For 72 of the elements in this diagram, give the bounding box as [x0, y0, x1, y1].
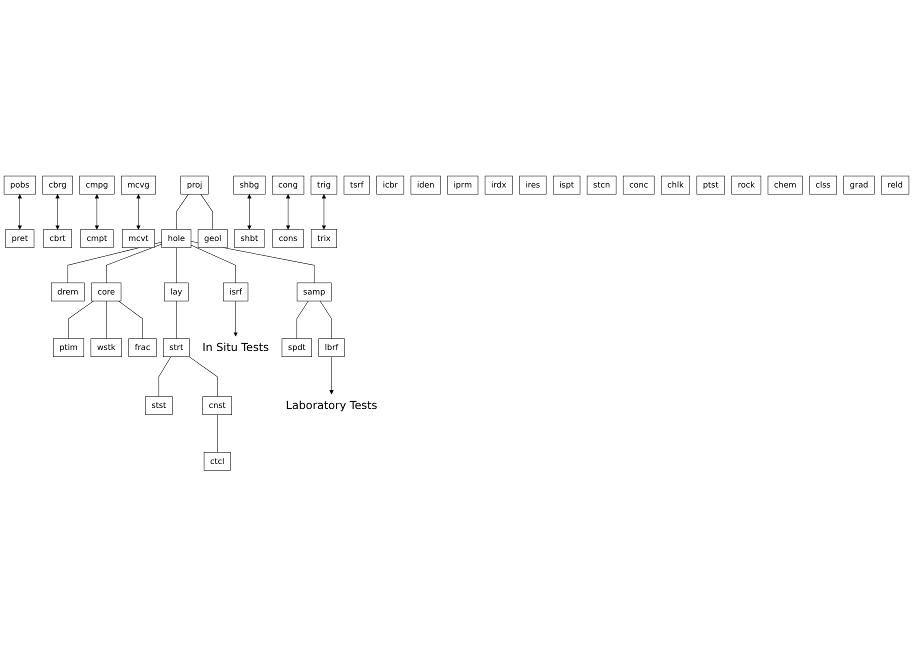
node-box: icbr: [376, 176, 404, 194]
arrow: [55, 194, 60, 230]
connector: [320, 300, 332, 339]
node-text: Laboratory Tests: [286, 399, 378, 412]
node-box: proj: [180, 176, 209, 194]
arrow: [233, 300, 238, 336]
arrow: [136, 194, 141, 230]
node-box: ptim: [53, 338, 84, 357]
node-box: cmpt: [80, 228, 114, 248]
connector: [106, 300, 107, 339]
arrow: [94, 194, 100, 230]
connector: [190, 244, 236, 283]
node-box: ptst: [696, 176, 725, 194]
arrow: [18, 194, 22, 230]
node-box: hole: [161, 228, 192, 248]
node-box: irdx: [484, 176, 513, 194]
connector: [118, 300, 143, 339]
node-box: frac: [128, 338, 157, 357]
node-text: In Situ Tests: [202, 341, 269, 354]
node-box: spdt: [282, 338, 312, 357]
node-box: mcvt: [122, 228, 155, 248]
node-box: cmpg: [79, 176, 114, 194]
arrow: [329, 356, 334, 394]
arrow: [322, 194, 326, 230]
node-box: trix: [310, 228, 337, 248]
connector: [68, 300, 94, 339]
node-box: stst: [145, 396, 173, 415]
node-box: tsrf: [344, 176, 370, 194]
node-box: stcn: [586, 176, 616, 194]
node-box: wstk: [90, 338, 122, 357]
node-box: core: [91, 282, 122, 302]
node-box: lbrf: [318, 338, 345, 357]
node-box: cons: [272, 228, 304, 248]
node-box: cnst: [202, 396, 232, 415]
node-box: ctcl: [204, 452, 231, 470]
node-box: ires: [519, 176, 546, 194]
node-box: rock: [731, 176, 762, 194]
node-box: mcvg: [121, 176, 156, 194]
node-box: ispt: [552, 176, 580, 194]
node-box: clss: [809, 176, 837, 194]
node-box: cong: [272, 176, 304, 194]
node-box: conc: [622, 176, 654, 194]
node-box: pobs: [4, 176, 36, 194]
connector: [200, 194, 213, 230]
node-box: chlk: [660, 176, 690, 194]
connector: [176, 194, 189, 230]
connector: [106, 244, 162, 283]
node-box: trig: [310, 176, 338, 194]
node-box: grad: [843, 176, 875, 194]
arrow: [247, 194, 252, 230]
node-box: shbt: [234, 228, 264, 248]
node-box: samp: [296, 282, 332, 302]
node-box: isrf: [223, 282, 248, 302]
connector: [296, 300, 309, 339]
node-box: geol: [198, 228, 228, 248]
node-box: cbrg: [42, 176, 73, 194]
node-box: iden: [410, 176, 441, 194]
connector: [176, 247, 177, 283]
connector: [188, 356, 218, 397]
arrow: [286, 194, 290, 230]
connector: [176, 300, 177, 339]
connector: [158, 356, 172, 397]
node-box: chem: [768, 176, 803, 194]
node-box: pret: [5, 228, 34, 248]
node-box: iprm: [447, 176, 478, 194]
node-box: reld: [881, 176, 910, 194]
node-box: lay: [164, 282, 189, 302]
node-box: drem: [51, 282, 85, 302]
connector: [217, 414, 218, 452]
node-box: strt: [163, 338, 190, 357]
node-box: shbg: [233, 176, 266, 194]
node-box: cbrt: [43, 228, 72, 248]
